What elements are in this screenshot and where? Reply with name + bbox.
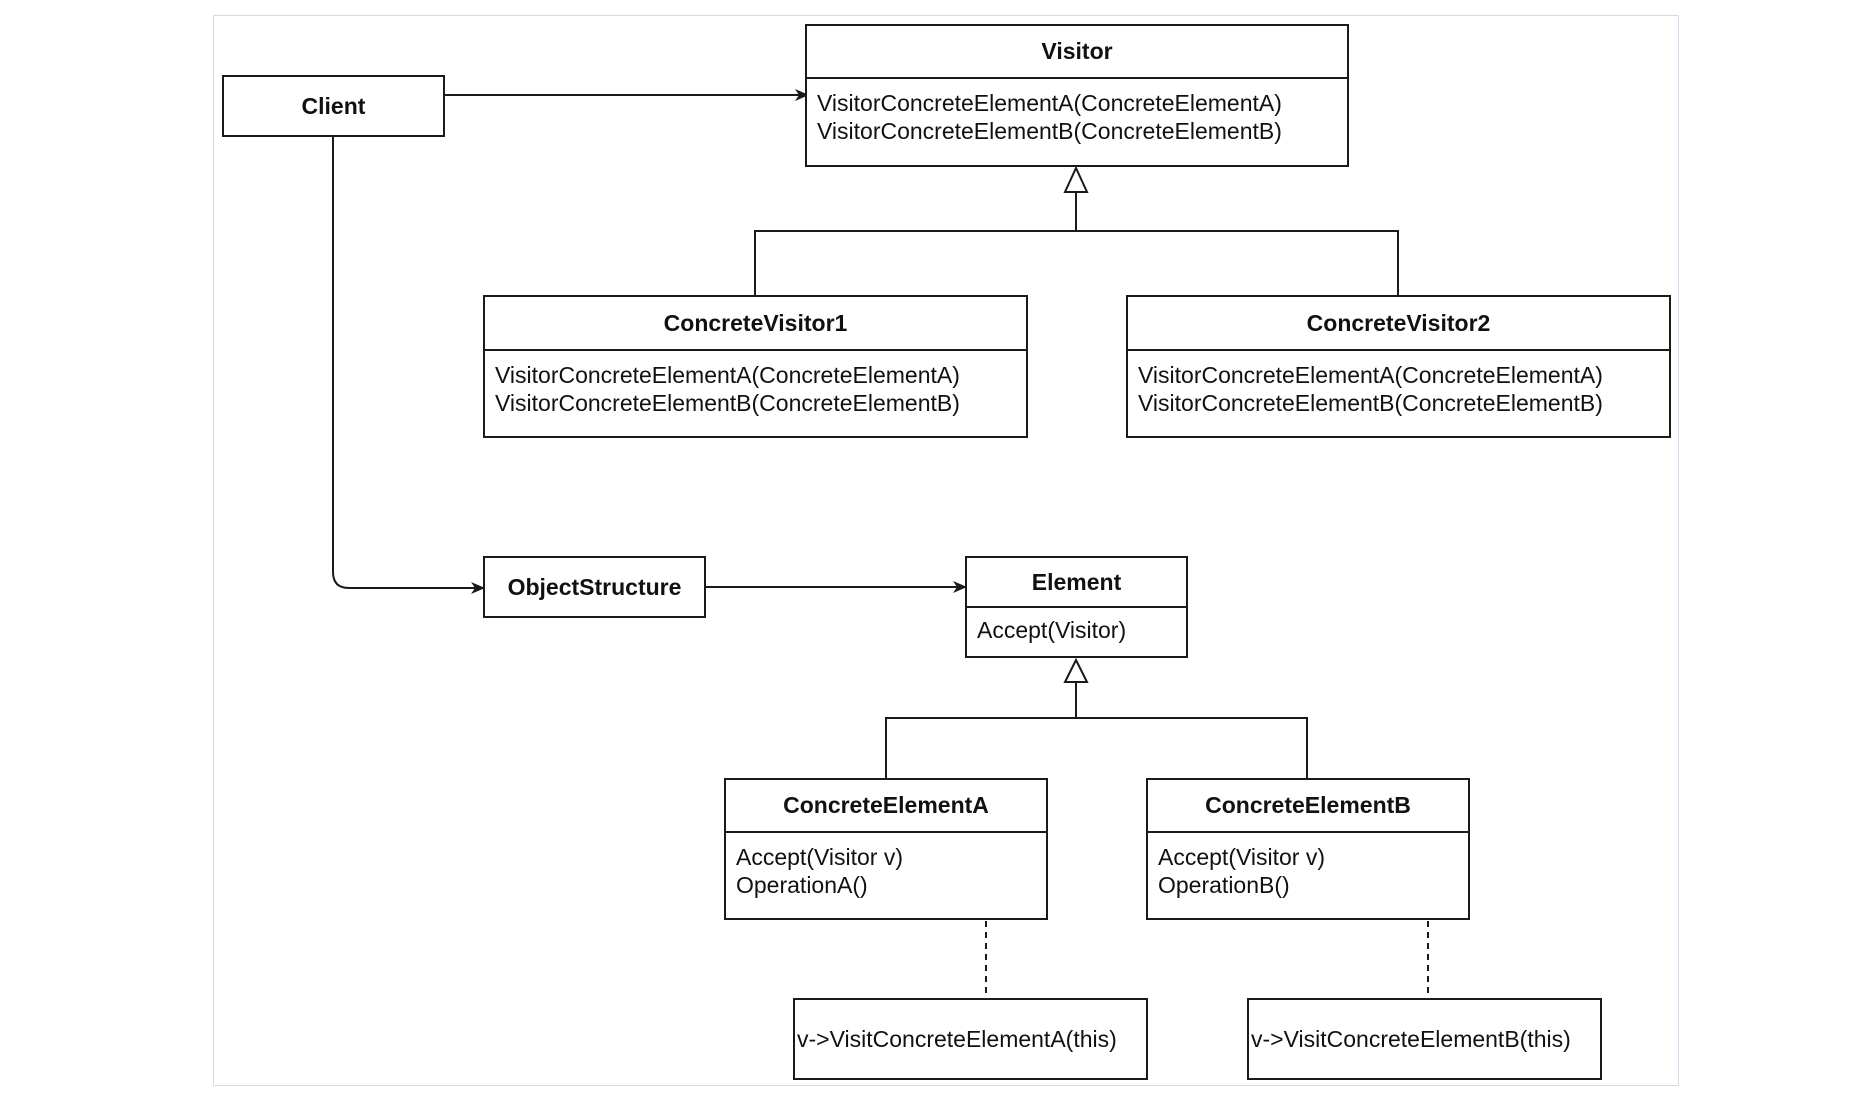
visitor-generalization: [754, 165, 1399, 295]
element-operations: Accept(Visitor): [967, 608, 1186, 644]
element-generalization: [885, 657, 1308, 778]
diagram-canvas: [213, 15, 1679, 1086]
concrete-visitor1-class-name: ConcreteVisitor1: [663, 310, 848, 336]
concrete-element-b-class-name: ConcreteElementB: [1205, 792, 1411, 818]
element-op: Accept(Visitor): [977, 617, 1127, 643]
concrete-visitor2-op: VisitorConcreteElementA(ConcreteElementA…: [1138, 362, 1603, 388]
note-a[interactable]: v->VisitConcreteElementA(this): [793, 998, 1148, 1080]
concrete-element-b-class[interactable]: ConcreteElementB Accept(Visitor v) Opera…: [1146, 778, 1470, 920]
concrete-element-a-class-name: ConcreteElementA: [783, 792, 989, 818]
note-b[interactable]: v->VisitConcreteElementB(this): [1247, 998, 1602, 1080]
visitor-class[interactable]: Visitor VisitorConcreteElementA(Concrete…: [805, 24, 1349, 167]
concrete-visitor1-class[interactable]: ConcreteVisitor1 VisitorConcreteElementA…: [483, 295, 1028, 438]
visitor-op: VisitorConcreteElementA(ConcreteElementA…: [817, 90, 1282, 116]
object-structure-class[interactable]: ObjectStructure: [483, 556, 706, 618]
client-class-name: Client: [301, 92, 366, 119]
visitor-class-name: Visitor: [1041, 38, 1113, 64]
concrete-visitor2-class-name: ConcreteVisitor2: [1306, 310, 1491, 336]
concrete-element-b-op: OperationB(): [1158, 872, 1290, 898]
element-class-name: Element: [1031, 569, 1122, 595]
concrete-element-b-operations: Accept(Visitor v) OperationB(): [1148, 833, 1468, 899]
concrete-visitor2-class[interactable]: ConcreteVisitor2 VisitorConcreteElementA…: [1126, 295, 1671, 438]
concrete-element-a-op: OperationA(): [736, 872, 868, 898]
concrete-visitor1-operations: VisitorConcreteElementA(ConcreteElementA…: [485, 351, 1026, 417]
client-to-objectstructure-association: [332, 137, 485, 594]
client-class[interactable]: Client: [222, 75, 445, 137]
element-class[interactable]: Element Accept(Visitor): [965, 556, 1188, 658]
concrete-visitor1-op: VisitorConcreteElementB(ConcreteElementB…: [495, 390, 960, 416]
concrete-visitor1-op: VisitorConcreteElementA(ConcreteElementA…: [495, 362, 960, 388]
concrete-element-a-operations: Accept(Visitor v) OperationA(): [726, 833, 1046, 899]
note-b-text: v->VisitConcreteElementB(this): [1251, 1025, 1571, 1052]
visitor-operations: VisitorConcreteElementA(ConcreteElementA…: [807, 79, 1347, 145]
concrete-element-a-class[interactable]: ConcreteElementA Accept(Visitor v) Opera…: [724, 778, 1048, 920]
concrete-visitor2-operations: VisitorConcreteElementA(ConcreteElementA…: [1128, 351, 1669, 417]
object-structure-class-name: ObjectStructure: [507, 573, 682, 600]
concrete-element-a-op: Accept(Visitor v): [736, 844, 904, 870]
note-a-text: v->VisitConcreteElementA(this): [797, 1025, 1117, 1052]
visitor-op: VisitorConcreteElementB(ConcreteElementB…: [817, 118, 1282, 144]
concrete-visitor2-op: VisitorConcreteElementB(ConcreteElementB…: [1138, 390, 1603, 416]
concrete-element-b-op: Accept(Visitor v): [1158, 844, 1326, 870]
